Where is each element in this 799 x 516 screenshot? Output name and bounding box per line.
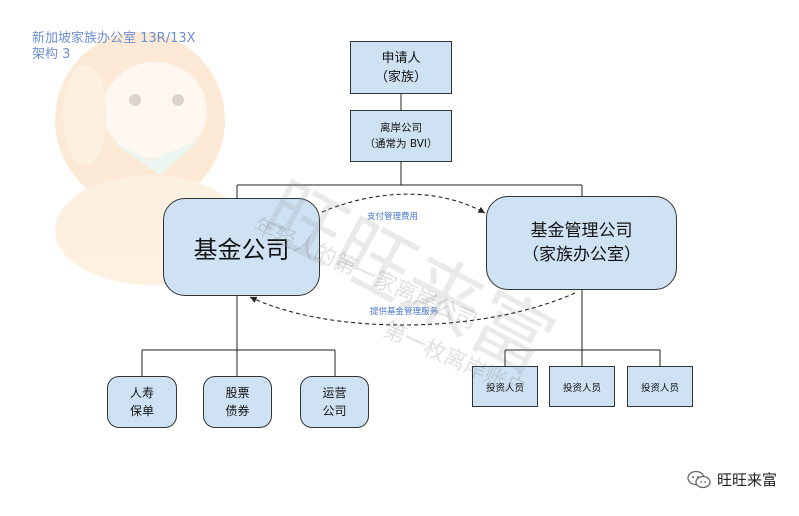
- dashed-arrow-provide-service: [249, 292, 576, 326]
- node-offshore-line1: 离岸公司: [380, 122, 422, 134]
- node-fund-manager-line2: （家族办公室）: [522, 245, 641, 265]
- node-fund-manager-line1: 基金管理公司: [530, 221, 633, 241]
- node-investor-3[interactable]: 投资人员: [627, 366, 693, 407]
- node-operations-line1: 运营: [322, 386, 347, 400]
- node-life-insurance-line2: 保单: [129, 404, 154, 418]
- caption-subtitle: 架构 3: [32, 47, 71, 62]
- node-applicant[interactable]: 申请人 （家族）: [350, 41, 452, 94]
- caption-title: 新加坡家族办公室 13R/13X: [32, 31, 196, 46]
- node-stocks-bonds-line1: 股票: [225, 386, 250, 400]
- node-applicant-line2: （家族）: [374, 69, 427, 85]
- wechat-icon: [687, 470, 711, 488]
- node-stocks-bonds[interactable]: 股票 债券: [203, 376, 272, 428]
- node-offshore-company[interactable]: 离岸公司 （通常为 BVI）: [350, 110, 452, 162]
- node-operations-line2: 公司: [322, 404, 347, 418]
- node-investor-2-label: 投资人员: [562, 382, 601, 394]
- node-stocks-bonds-line2: 债券: [225, 404, 250, 418]
- node-life-insurance-line1: 人寿: [129, 386, 154, 400]
- node-investor-2[interactable]: 投资人员: [549, 366, 615, 407]
- node-investor-1-label: 投资人员: [485, 382, 524, 394]
- dashed-arrow-pay-fee: [321, 193, 486, 214]
- node-offshore-line2: （通常为 BVI）: [364, 138, 438, 150]
- node-fund-manager[interactable]: 基金管理公司 （家族办公室）: [486, 196, 677, 290]
- node-fund-company[interactable]: 基金公司: [163, 198, 320, 296]
- brand-name: 旺旺来富: [716, 471, 777, 489]
- node-fund-company-label: 基金公司: [193, 235, 290, 264]
- node-investor-3-label: 投资人员: [640, 382, 679, 394]
- edge-label-pay-fee: 支付管理费用: [367, 212, 419, 222]
- node-applicant-line1: 申请人: [381, 50, 421, 66]
- node-life-insurance[interactable]: 人寿 保单: [107, 376, 177, 428]
- node-operations[interactable]: 运营 公司: [300, 376, 369, 428]
- brand-footer: 旺旺来富: [687, 469, 777, 490]
- edge-label-provide-service: 提供基金管理服务: [370, 307, 439, 317]
- node-investor-1[interactable]: 投资人员: [472, 366, 538, 407]
